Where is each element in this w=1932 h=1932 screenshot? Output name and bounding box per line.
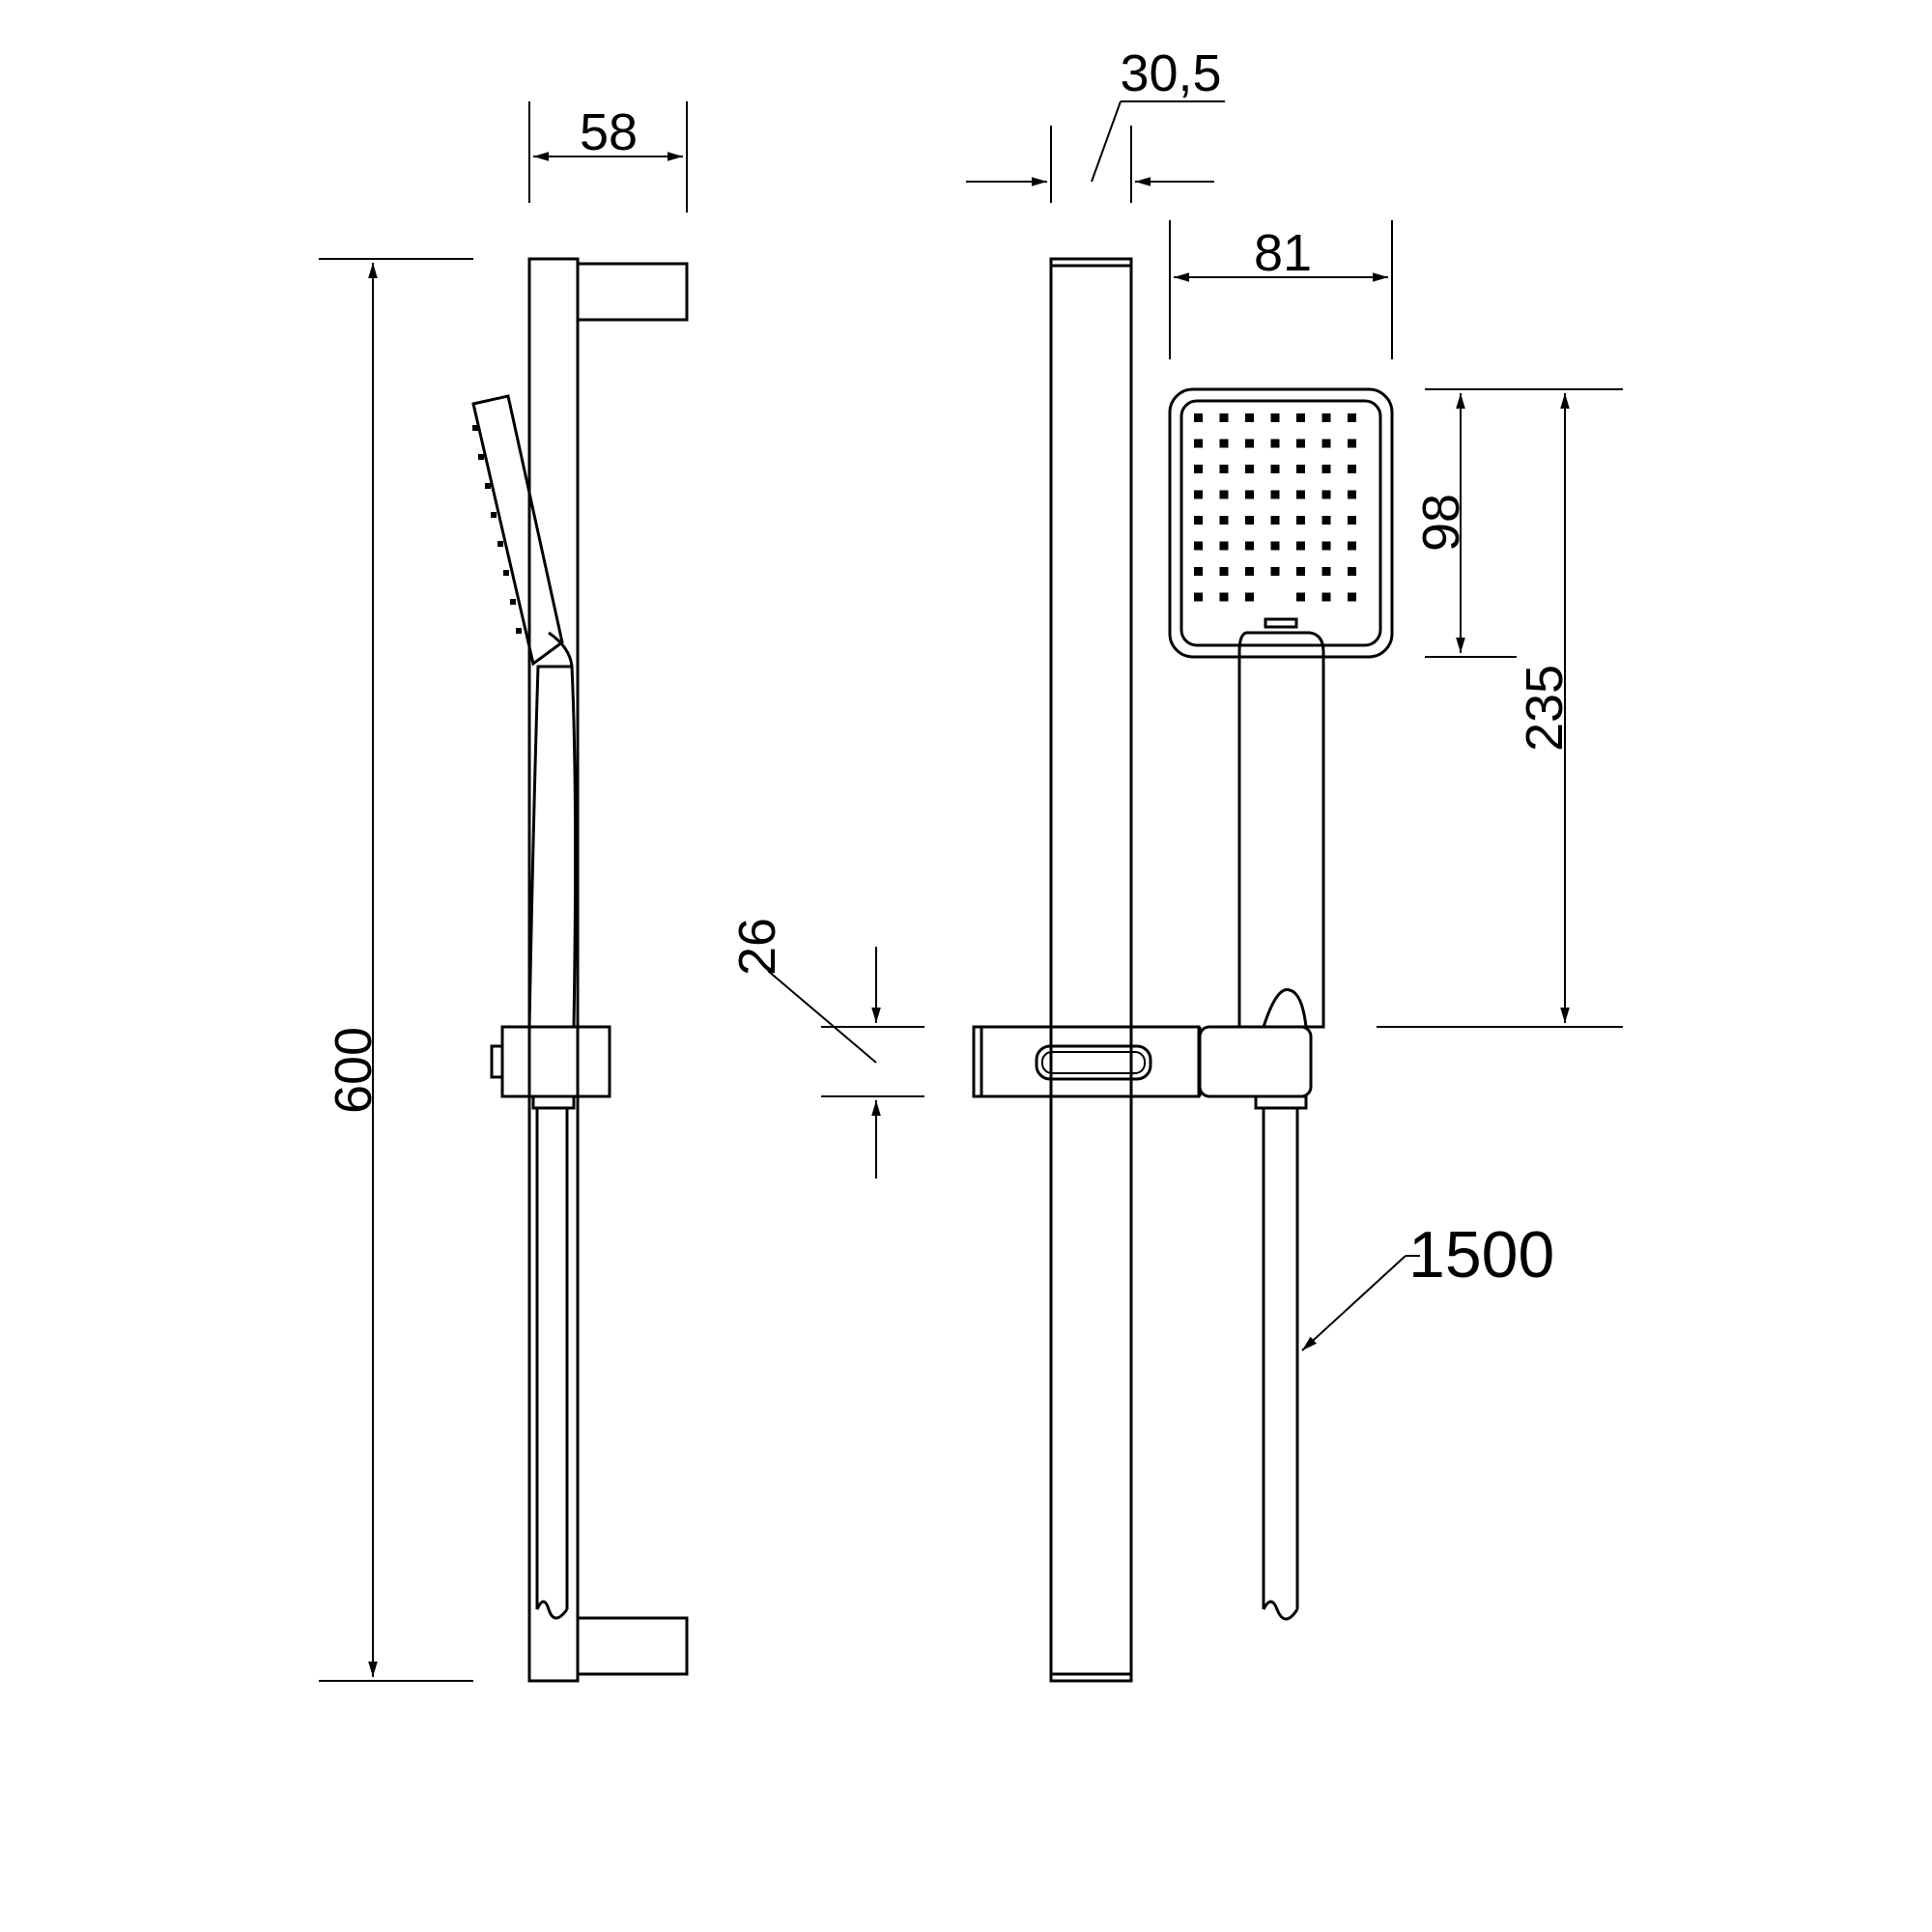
nozzle: [1348, 541, 1356, 551]
side-handset-head: [471, 394, 574, 668]
nozzle: [1194, 567, 1203, 576]
front-hose: [1262, 1108, 1299, 1621]
front-view: [972, 257, 1394, 1683]
dim-face-height: 98: [1412, 388, 1517, 658]
nozzle: [1219, 413, 1229, 422]
dim-label-235: 235: [1516, 665, 1574, 752]
nozzle: [1219, 516, 1229, 525]
nozzle: [1348, 592, 1356, 602]
nozzle: [1296, 516, 1305, 525]
nozzle: [1296, 490, 1305, 499]
nozzle: [1194, 465, 1203, 473]
nozzle: [1270, 490, 1280, 499]
nozzle: [1296, 439, 1305, 448]
nozzle: [1321, 490, 1331, 499]
nozzle: [1270, 439, 1280, 448]
side-handset-handle: [527, 665, 578, 1029]
nozzle: [1270, 413, 1280, 422]
nozzle: [1296, 413, 1305, 422]
nozzle: [1194, 541, 1203, 551]
button-slot: [1264, 617, 1298, 629]
nozzle: [1270, 541, 1280, 551]
nozzle: [1194, 592, 1203, 602]
nozzle: [1321, 465, 1331, 473]
dim-label-30-5: 30,5: [1120, 44, 1221, 102]
dim-rail-width: 30,5: [966, 44, 1225, 203]
dim-label-58: 58: [580, 103, 638, 161]
nozzle: [1296, 465, 1305, 473]
dim-rail-length: 600: [319, 258, 473, 1682]
nozzle: [1348, 439, 1356, 448]
nozzle: [1245, 490, 1254, 499]
nozzle: [1219, 541, 1229, 551]
nozzle: [1348, 413, 1356, 422]
nozzle: [1321, 439, 1331, 448]
nozzle: [1270, 567, 1280, 576]
nozzle: [1194, 490, 1203, 499]
side-top-bracket: [576, 262, 689, 322]
dim-handset-length: 235: [1377, 388, 1623, 1028]
nozzle: [1321, 567, 1331, 576]
nozzle: [1270, 465, 1280, 473]
dim-label-98: 98: [1412, 494, 1470, 552]
nozzle: [1321, 541, 1331, 551]
nozzle: [1296, 592, 1305, 602]
nozzle: [1245, 567, 1254, 576]
dim-slider-height: 26: [728, 918, 924, 1179]
nozzle: [1348, 567, 1356, 576]
nozzle: [1245, 592, 1254, 602]
nozzle: [1245, 439, 1254, 448]
front-slider: [972, 1025, 1313, 1110]
nozzle: [1194, 516, 1203, 525]
nozzle: [1245, 541, 1254, 551]
nozzle: [1348, 516, 1356, 525]
nozzle: [1194, 439, 1203, 448]
nozzle: [1219, 490, 1229, 499]
nozzle: [1321, 516, 1331, 525]
side-bottom-bracket: [576, 1616, 689, 1676]
nozzle: [1296, 567, 1305, 576]
nozzle: [1245, 413, 1254, 422]
nozzle: [1245, 516, 1254, 525]
nozzle: [1245, 465, 1254, 473]
side-slider: [490, 1025, 611, 1110]
nozzle: [1270, 516, 1280, 525]
nozzle: [1348, 490, 1356, 499]
dim-head-width: 81: [1169, 220, 1393, 359]
nozzle: [1194, 413, 1203, 422]
nozzle: [1219, 465, 1229, 473]
dim-label-1500: 1500: [1408, 1218, 1554, 1292]
dim-hose-length: 1500: [1301, 1218, 1554, 1351]
slider-release-slot: [1035, 1044, 1152, 1081]
side-view: [471, 257, 689, 1683]
side-hose: [535, 1108, 569, 1620]
nozzle: [1321, 592, 1331, 602]
nozzle-grid: [1194, 413, 1356, 602]
nozzle: [1219, 567, 1229, 576]
nozzle: [1219, 592, 1229, 602]
front-handset-handle: [1237, 631, 1325, 1029]
dim-label-600: 600: [325, 1027, 383, 1114]
nozzle: [1348, 465, 1356, 473]
dim-bracket-projection: 58: [528, 101, 688, 213]
front-rail: [1049, 257, 1133, 1683]
dim-label-26: 26: [728, 918, 786, 976]
dim-label-81: 81: [1254, 224, 1312, 282]
nozzle: [1296, 541, 1305, 551]
nozzle: [1219, 439, 1229, 448]
nozzle: [1321, 413, 1331, 422]
front-handset-head: [1168, 387, 1394, 659]
